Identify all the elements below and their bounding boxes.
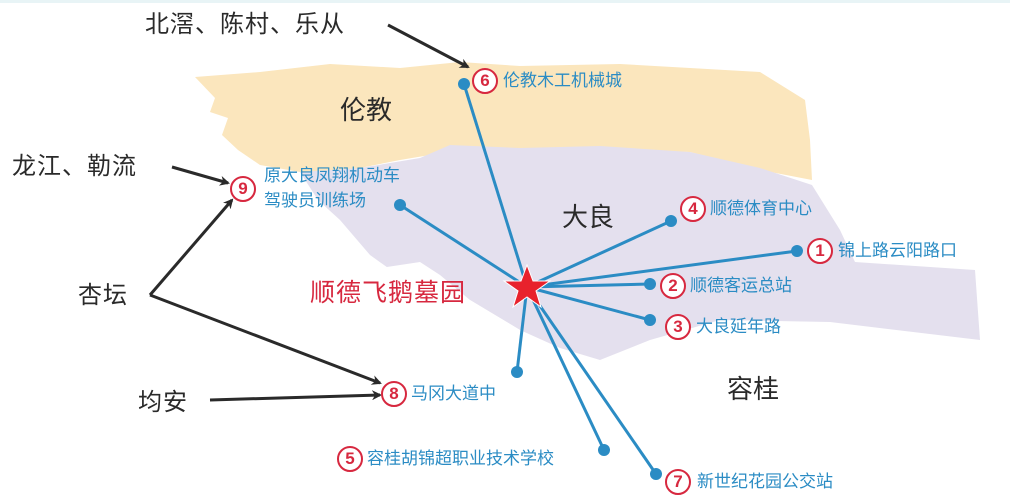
region-gap: [380, 262, 560, 370]
stop-number-6: 6: [472, 68, 498, 94]
top-border: [0, 0, 1010, 3]
stop-label-6: 伦教木工机械城: [503, 71, 622, 91]
region-daliang: [300, 145, 980, 360]
origin-arrows: [148, 23, 470, 402]
cemetery-title: 顺德飞鹅墓园: [310, 278, 467, 307]
stop-number-8: 8: [381, 381, 407, 407]
stop-number-9: 9: [230, 176, 256, 202]
stop-number-1: 1: [807, 238, 833, 264]
stop-label-1: 锦上路云阳路口: [838, 241, 957, 261]
district-label-ronggui: 容桂: [727, 375, 780, 405]
stop-number-4: 4: [680, 196, 706, 222]
stop-number-5: 5: [337, 446, 363, 472]
stop-label-4: 顺德体育中心: [710, 199, 812, 219]
route-endpoints: [394, 78, 803, 480]
origin-label-xingtan: 杏坛: [78, 281, 128, 309]
stop-label-9-line1: 原大良凤翔机动车: [264, 166, 400, 186]
stop-label-2: 顺德客运总站: [690, 276, 792, 296]
stop-number-7: 7: [665, 469, 691, 495]
stop-label-5: 容桂胡锦超职业技术学校: [367, 449, 554, 469]
origin-label-beijiao-chencun-lecong: 北滘、陈村、乐从: [145, 10, 345, 38]
stop-number-3: 3: [665, 314, 691, 340]
stop-label-3: 大良延年路: [696, 317, 781, 337]
route-lines: [399, 83, 798, 475]
cemetery-star-icon: [502, 263, 552, 309]
district-label-lunjiao: 伦教: [340, 96, 393, 126]
stop-label-9-line2: 驾驶员训练场: [264, 191, 366, 211]
stop-label-8: 马冈大道中: [411, 384, 496, 404]
origin-label-junan: 均安: [138, 388, 188, 416]
origin-label-longjiang-leliu: 龙江、勒流: [12, 152, 137, 180]
district-label-daliang: 大良: [562, 203, 615, 233]
stop-number-2: 2: [660, 273, 686, 299]
stop-label-7: 新世纪花园公交站: [697, 472, 833, 492]
